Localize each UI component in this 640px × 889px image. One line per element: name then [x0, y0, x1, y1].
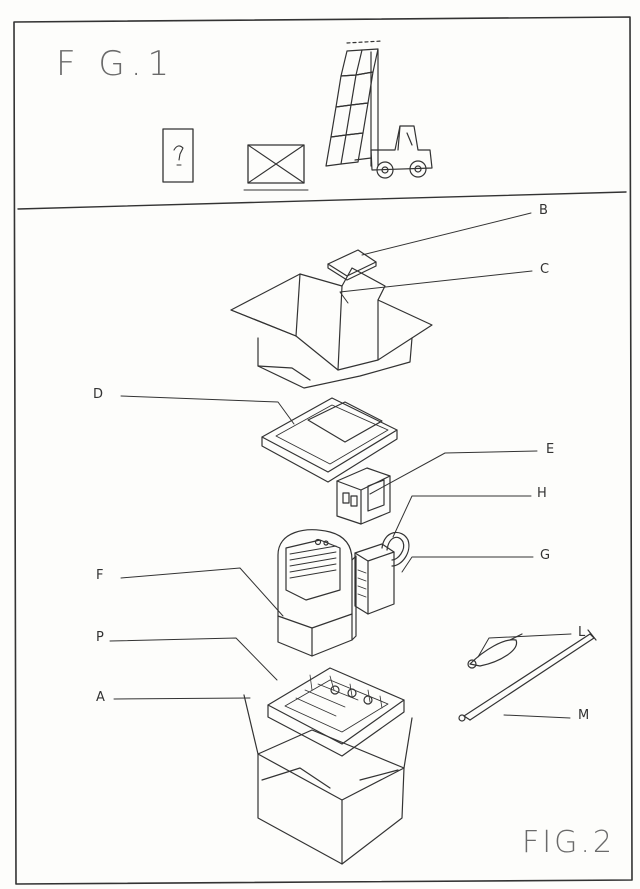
- part-b-manual: [327, 249, 377, 281]
- part-e-bracket: [336, 467, 391, 525]
- part-f-main-unit: [277, 529, 357, 657]
- part-g-filter: [354, 543, 395, 615]
- fragile-icon: [162, 128, 194, 183]
- part-label-c: C: [540, 262, 550, 277]
- part-label-l: L: [578, 625, 586, 640]
- part-a-carton-bottom: [243, 694, 413, 865]
- part-m-rod: [458, 629, 597, 722]
- part-c-carton-top: [230, 267, 433, 389]
- figure-2-label: FIG.2: [522, 825, 615, 860]
- part-label-h: H: [537, 486, 547, 501]
- part-d-tray: [261, 397, 398, 483]
- part-label-e: E: [546, 442, 555, 457]
- part-label-a: A: [96, 690, 105, 705]
- part-label-m: M: [578, 708, 590, 723]
- outer-frame: [13, 16, 633, 885]
- part-label-b: B: [539, 203, 548, 218]
- part-h-hose: [381, 531, 410, 567]
- part-label-f: F: [96, 568, 104, 583]
- part-label-d: D: [93, 387, 104, 402]
- figure-1-label: F G.1: [56, 44, 176, 84]
- part-label-g: G: [540, 548, 551, 563]
- part-label-p: P: [96, 630, 104, 645]
- part-p-insert: [267, 667, 405, 757]
- part-l-strap: [467, 633, 523, 669]
- leader-lines: [109, 212, 572, 719]
- forklift-stack-icon: [325, 40, 433, 179]
- no-stack-icon: [243, 144, 309, 191]
